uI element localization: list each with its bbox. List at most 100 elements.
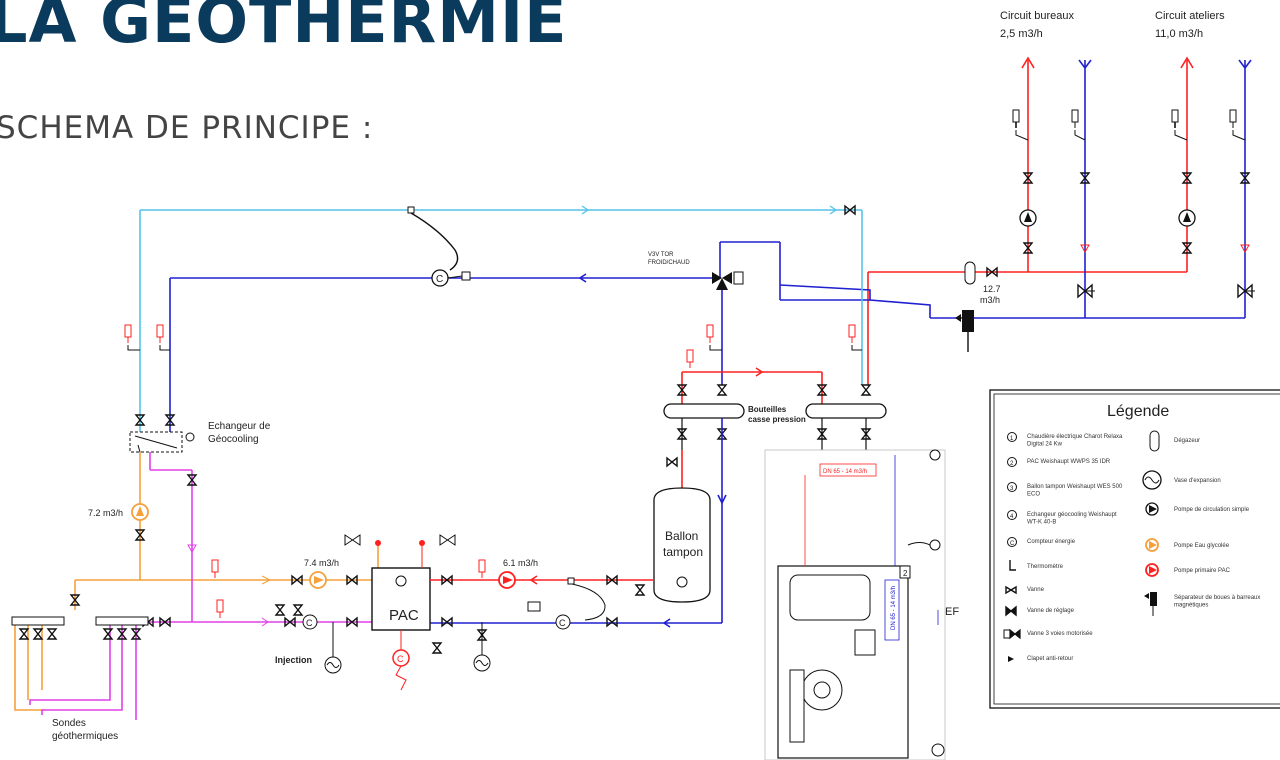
circuit-ateliers-flow: 11,0 m3/h <box>1155 28 1203 40</box>
legend-title: Légende <box>1107 403 1169 420</box>
svg-text:Vanne de réglage: Vanne de réglage <box>1027 608 1075 614</box>
svg-text:magnétiques: magnétiques <box>1174 603 1208 609</box>
bouteille-casse-pression <box>663 403 887 419</box>
pump-glycol-icon <box>309 571 327 589</box>
bouteilles-label: Bouteilles <box>748 405 787 414</box>
three-way-valve-icon <box>712 271 744 290</box>
flow-12-7-unit: m3/h <box>980 295 1000 305</box>
pump-glycol-icon <box>131 503 149 521</box>
ef-label: EF <box>945 606 959 618</box>
legend-item: Pompe Eau glycolée <box>1145 538 1230 552</box>
circuit-ateliers-label: Circuit ateliers <box>1155 10 1225 22</box>
legend-item: Vanne de réglage <box>1005 605 1075 617</box>
svg-text:Thermomètre: Thermomètre <box>1027 564 1064 570</box>
technical-inset: DN 65 - 14 m3/h DN 65 - 14 m3/h 2 EF <box>764 449 959 760</box>
sondes-label: Sondes <box>52 718 86 729</box>
legend-item: 1 Chaudière électrique Charot RelaxaDigit… <box>1007 432 1123 448</box>
regulating-valve-icon <box>1237 283 1255 299</box>
circuit-bureaux-flow: 2,5 m3/h <box>1000 28 1043 40</box>
flow-7-4: 7.4 m3/h <box>304 558 339 568</box>
svg-text:1: 1 <box>1010 436 1014 442</box>
flow-12-7: 12.7 <box>983 284 1001 294</box>
svg-text:2: 2 <box>1010 461 1014 467</box>
svg-text:Vase d'expansion: Vase d'expansion <box>1174 478 1221 484</box>
legend-item: Pompe de circulation simple <box>1145 502 1250 516</box>
expansion-vessel-icon <box>324 622 342 674</box>
svg-text:2: 2 <box>903 569 908 578</box>
svg-text:Chaudière électrique Charot Re: Chaudière électrique Charot Relaxa <box>1027 434 1123 440</box>
energy-meter-icon: C <box>431 269 471 287</box>
v3v-label-2: FROID/CHAUD <box>648 260 690 266</box>
page-subtitle: SCHEMA DE PRINCIPE : <box>0 110 374 146</box>
pump-primary-icon <box>498 571 516 589</box>
bouteilles-label-2: casse pression <box>748 415 806 424</box>
v3v-label: V3V TOR <box>648 252 674 258</box>
legend-item: C Compteur énergie <box>1007 537 1076 547</box>
legend-item: Dégazeur <box>1149 430 1200 452</box>
svg-text:3: 3 <box>1010 486 1014 492</box>
legend-left-column: 1 Chaudière électrique Charot RelaxaDigit… <box>1003 432 1123 662</box>
injection-label: Injection <box>275 655 312 665</box>
svg-text:PAC Weishaupt WWPS 35 IDR: PAC Weishaupt WWPS 35 IDR <box>1027 459 1111 465</box>
energy-meter-icon: C <box>555 614 571 630</box>
energy-meter-icon: C <box>302 614 318 630</box>
svg-text:Vanne: Vanne <box>1027 587 1045 593</box>
svg-text:Echangeur géocooling Weishaupt: Echangeur géocooling Weishaupt <box>1027 512 1117 518</box>
svg-text:WT-K 40-B: WT-K 40-B <box>1027 520 1056 526</box>
legend-item: 2 PAC Weishaupt WWPS 35 IDR <box>1007 457 1111 467</box>
svg-text:Pompe Eau glycolée: Pompe Eau glycolée <box>1174 543 1230 549</box>
safety-valve-icon <box>344 534 361 546</box>
svg-text:Compteur énergie: Compteur énergie <box>1027 539 1076 545</box>
dn-label-side: DN 65 - 14 m3/h <box>891 586 897 630</box>
regulating-valve-icon <box>1077 283 1095 299</box>
legend-item: Séparateur de boues à barreaux magnétique… <box>1144 592 1260 616</box>
svg-text:Clapet anti-retour: Clapet anti-retour <box>1027 656 1073 662</box>
legend-item: Vanne <box>1005 585 1045 595</box>
geocooling-loop <box>139 205 863 432</box>
legend-item: Pompe primaire PAC <box>1145 563 1231 577</box>
svg-text:Vanne 3 voies motorisée: Vanne 3 voies motorisée <box>1027 631 1093 637</box>
svg-text:C: C <box>306 618 313 628</box>
dn-label-top: DN 65 - 14 m3/h <box>823 469 867 475</box>
circuit-bureaux: Circuit bureaux 2,5 m3/h <box>1000 10 1074 40</box>
flow-6-1: 6.1 m3/h <box>503 558 538 568</box>
mud-separator-icon <box>955 310 974 352</box>
svg-text:Pompe primaire PAC: Pompe primaire PAC <box>1174 568 1231 574</box>
red-pac-line <box>430 575 654 585</box>
legend-item: Thermomètre <box>1009 560 1064 571</box>
cold-return-lines <box>779 59 1252 319</box>
svg-text:4: 4 <box>1010 514 1014 520</box>
legend-item: Clapet anti-retour <box>1008 656 1073 662</box>
ballon-label-2: tampon <box>663 545 703 559</box>
svg-text:C: C <box>397 654 404 664</box>
legend: Légende <box>989 389 1280 709</box>
degazeur-icon <box>964 261 976 285</box>
flow-7-2: 7.2 m3/h <box>88 508 123 518</box>
svg-text:Dégazeur: Dégazeur <box>1174 438 1200 444</box>
legend-item: Vanne 3 voies motorisée <box>1003 628 1093 640</box>
svg-text:ECO: ECO <box>1027 492 1040 498</box>
echangeur-label-2: Géocooling <box>208 434 259 445</box>
svg-text:C: C <box>436 274 443 285</box>
svg-text:C: C <box>559 618 566 628</box>
svg-text:Ballon tampon Weishaupt WES 50: Ballon tampon Weishaupt WES 500 <box>1027 484 1123 490</box>
svg-text:C: C <box>1010 541 1015 547</box>
echangeur-geocooling <box>129 431 195 453</box>
energy-meter-red: C <box>392 630 410 691</box>
circuit-bureaux-label: Circuit bureaux <box>1000 10 1074 22</box>
ballon-tampon <box>653 487 711 603</box>
pump-icon <box>1178 209 1196 227</box>
circuit-ateliers: Circuit ateliers 11,0 m3/h <box>1155 10 1225 40</box>
sondes-label-2: géothermiques <box>52 731 118 742</box>
page-title: LA GÉOTHERMIE <box>0 0 568 57</box>
red-bouteille-line <box>681 367 823 405</box>
svg-text:Séparateur de boues à barreaux: Séparateur de boues à barreaux <box>1174 595 1260 601</box>
ballon-label: Ballon <box>665 529 698 543</box>
pac-label: PAC <box>389 607 419 624</box>
sondes-manifold <box>11 616 149 626</box>
svg-text:Digital 24 Kw: Digital 24 Kw <box>1027 442 1063 448</box>
